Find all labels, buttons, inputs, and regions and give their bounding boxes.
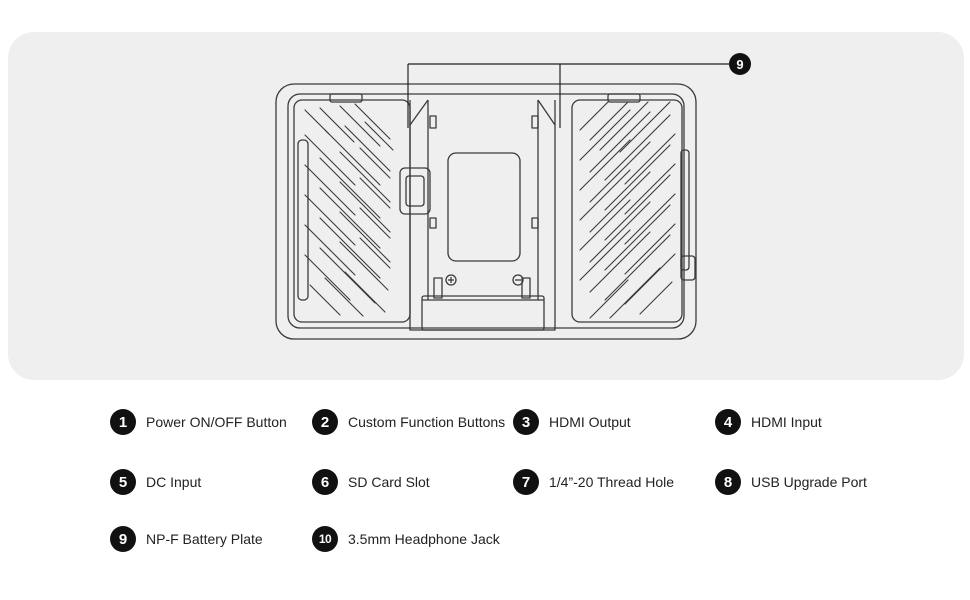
plus-terminal <box>445 274 457 286</box>
device-housing <box>275 83 697 340</box>
minus-terminal <box>512 274 524 286</box>
callout-badge-9: 9 <box>729 53 751 75</box>
callout-leader <box>407 63 729 128</box>
grille-slots <box>304 101 676 319</box>
diagram-panel <box>8 32 964 380</box>
battery-contact-window <box>447 152 521 262</box>
plate-lower-bar <box>421 295 545 331</box>
plate-latch <box>399 167 431 215</box>
left-side-strip <box>297 139 309 301</box>
right-grille-block <box>571 99 683 323</box>
right-side-port <box>680 149 690 271</box>
device-inner-frame <box>287 93 685 329</box>
